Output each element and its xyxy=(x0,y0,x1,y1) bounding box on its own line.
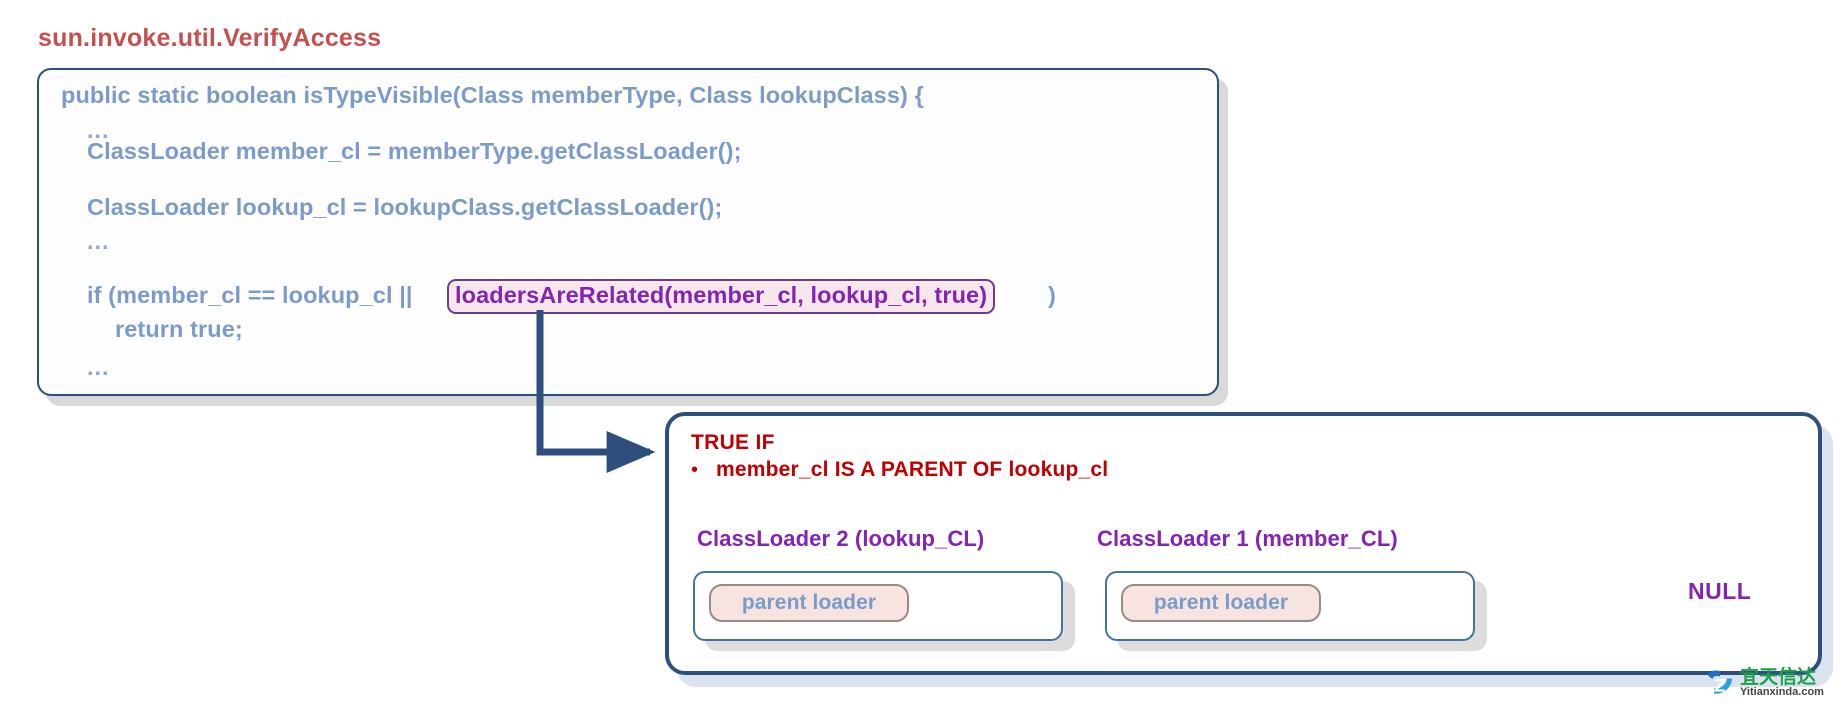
null-terminal-label: NULL xyxy=(1688,578,1752,604)
result-bullet-text: member_cl IS A PARENT OF lookup_cl xyxy=(716,458,1109,481)
result-bullet: • member_cl IS A PARENT OF lookup_cl xyxy=(691,458,1108,482)
watermark-domain: Yitianxinda.com xyxy=(1740,686,1824,698)
code-line-return-true: return true; xyxy=(115,316,243,342)
code-panel: public static boolean isTypeVisible(Clas… xyxy=(37,68,1219,396)
watermark-text: 宜天信达 Yitianxinda.com xyxy=(1740,668,1824,698)
classloader-2-parent-loader-chip[interactable]: parent loader xyxy=(709,584,909,622)
result-heading: TRUE IF xyxy=(691,431,775,454)
code-line-lookup-cl: ClassLoader lookup_cl = lookupClass.getC… xyxy=(87,194,723,220)
classloader-2-caption: ClassLoader 2 (lookup_CL) xyxy=(697,526,985,551)
highlighted-method-call[interactable]: loadersAreRelated(member_cl, lookup_cl, … xyxy=(447,279,996,314)
watermark-chinese: 宜天信达 xyxy=(1740,667,1817,688)
code-line-trailing-paren: ) xyxy=(1048,282,1056,308)
code-line-ellipsis-2: ... xyxy=(87,228,110,254)
code-line-ellipsis-1: ... xyxy=(87,117,110,143)
classloader-1-caption: ClassLoader 1 (member_CL) xyxy=(1097,526,1398,551)
code-line-if: if (member_cl == lookup_cl || xyxy=(87,282,413,308)
watermark: 宜天信达 Yitianxinda.com xyxy=(1705,668,1824,698)
result-panel: TRUE IF • member_cl IS A PARENT OF looku… xyxy=(665,412,1822,675)
code-line-ellipsis-3: ... xyxy=(87,354,110,380)
code-line-member-cl: ClassLoader member_cl = memberType.getCl… xyxy=(87,138,742,164)
classloader-1-parent-loader-chip[interactable]: parent loader xyxy=(1121,584,1321,622)
page-title: sun.invoke.util.VerifyAccess xyxy=(38,24,382,52)
watermark-logo-icon xyxy=(1708,670,1732,694)
bullet-dot-icon: • xyxy=(691,459,699,481)
code-line-signature: public static boolean isTypeVisible(Clas… xyxy=(61,82,924,108)
